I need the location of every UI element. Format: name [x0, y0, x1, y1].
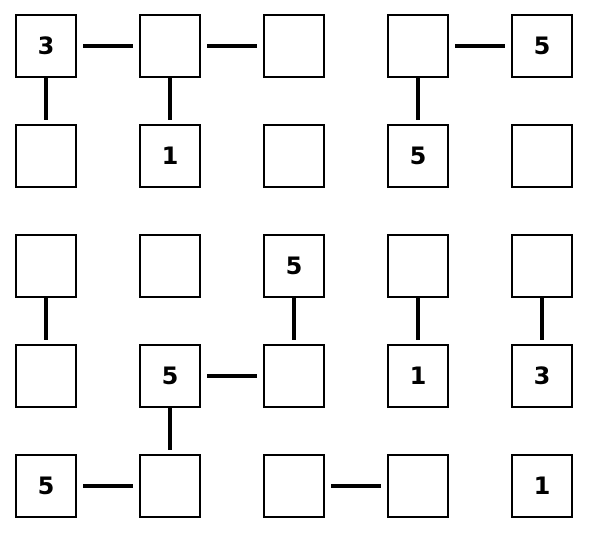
grid-cell[interactable] [387, 454, 449, 518]
cell-link [207, 374, 257, 378]
cell-link [168, 78, 172, 120]
grid-cell[interactable]: 5 [263, 234, 325, 298]
cell-link [44, 78, 48, 120]
grid-cell[interactable] [139, 14, 201, 78]
grid-cell[interactable] [15, 234, 77, 298]
grid-cell[interactable] [263, 14, 325, 78]
cell-link [540, 298, 544, 340]
cell-link [455, 44, 505, 48]
grid-cell[interactable] [139, 454, 201, 518]
cell-link [331, 484, 381, 488]
grid-cell[interactable] [263, 344, 325, 408]
cell-link [416, 78, 420, 120]
cell-link [168, 408, 172, 450]
grid-cell[interactable]: 1 [139, 124, 201, 188]
grid-cell[interactable]: 3 [15, 14, 77, 78]
grid-cell[interactable]: 5 [15, 454, 77, 518]
grid-cell[interactable] [511, 124, 573, 188]
grid-cell[interactable] [139, 234, 201, 298]
grid-cell[interactable] [15, 124, 77, 188]
cell-link [207, 44, 257, 48]
grid-cell[interactable] [511, 234, 573, 298]
grid-cell[interactable]: 5 [387, 124, 449, 188]
grid-cell[interactable]: 1 [511, 454, 573, 518]
grid-cell[interactable] [263, 124, 325, 188]
grid-cell[interactable] [387, 234, 449, 298]
grid-cell[interactable]: 3 [511, 344, 573, 408]
cell-link [44, 298, 48, 340]
cell-link [83, 484, 133, 488]
grid-cell[interactable]: 5 [139, 344, 201, 408]
grid-cell[interactable] [15, 344, 77, 408]
grid-cell[interactable]: 5 [511, 14, 573, 78]
grid-cell[interactable] [263, 454, 325, 518]
cell-link [416, 298, 420, 340]
grid-cell[interactable]: 1 [387, 344, 449, 408]
cell-link [83, 44, 133, 48]
cell-link [292, 298, 296, 340]
grid-cell[interactable] [387, 14, 449, 78]
